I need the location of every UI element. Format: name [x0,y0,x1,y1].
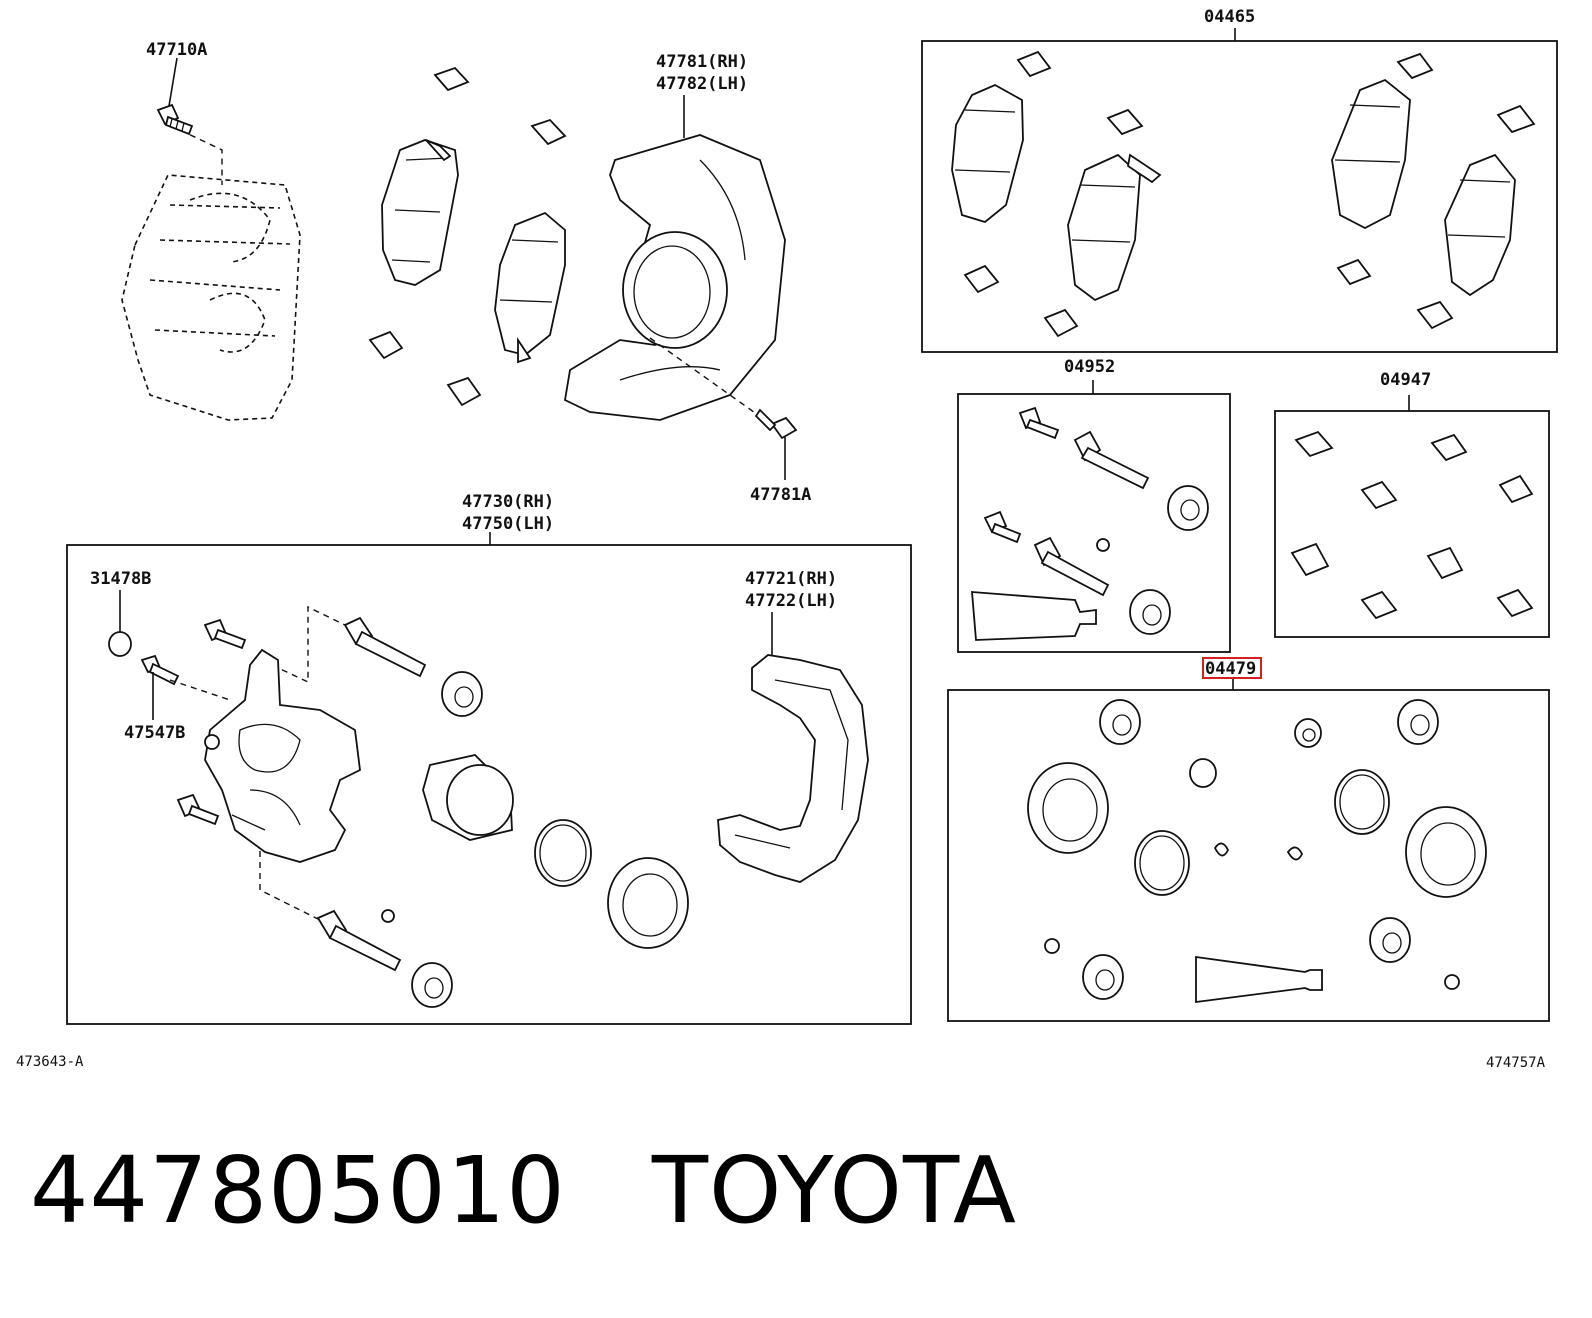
caliper-box [66,544,912,1025]
callout-04479: 04479 [1205,659,1256,679]
bolt-47781a [754,408,798,440]
pad-kit-pads [951,78,1516,302]
shield-bolt-dashline [649,337,773,426]
callout-47722-lh: 47722(LH) [745,591,837,611]
part-number: 447805010 [30,1136,566,1244]
seal-kit-parts [1027,699,1487,1004]
caliper-mounting [717,654,869,883]
pad-inner [381,139,459,286]
bleeder-cap [108,631,132,657]
caliper-bolts [176,618,247,826]
highlight-04479 [1202,657,1262,679]
callout-04947: 04947 [1380,370,1431,390]
leader-47710a [168,57,178,107]
callout-47721-rh: 47721(RH) [745,569,837,589]
callout-31478b: 31478B [90,569,151,589]
bleeder-screw [140,654,180,686]
boot-kit-parts [971,406,1209,641]
brand-name: TOYOTA [651,1136,1017,1244]
caliper-dashlines [169,605,346,921]
footer: 447805010 TOYOTA [30,1135,1017,1245]
boot-kit-box [957,393,1231,653]
callout-47750-lh: 47750(LH) [462,514,554,534]
pad-kit-box [921,40,1558,353]
callout-47730-rh: 47730(RH) [462,492,554,512]
bolt-47710a [156,103,194,136]
pad-outer [494,211,566,364]
callout-04952: 04952 [1064,357,1115,377]
callout-47547b: 47547B [124,723,185,743]
guide-pins [316,616,483,1008]
shim-kit-clips [1290,430,1534,620]
callout-47782-lh: 47782(LH) [656,74,748,94]
callout-04465: 04465 [1204,7,1255,27]
pad-kit-clips [963,50,1536,338]
figure-code-right: 474757A [1486,1055,1546,1071]
figure-code-left: 473643-A [16,1054,84,1070]
shim-kit-box [1274,410,1550,638]
callout-47781a: 47781A [750,485,811,505]
shim-clips-top [368,66,567,407]
caliper-assembly-outline [121,129,301,421]
callout-47710a: 47710A [146,40,207,60]
piston-seals [422,754,689,949]
caliper-body [204,648,361,863]
seal-kit-box [947,689,1550,1022]
dust-shield [564,134,786,421]
callout-47781-rh: 47781(RH) [656,52,748,72]
